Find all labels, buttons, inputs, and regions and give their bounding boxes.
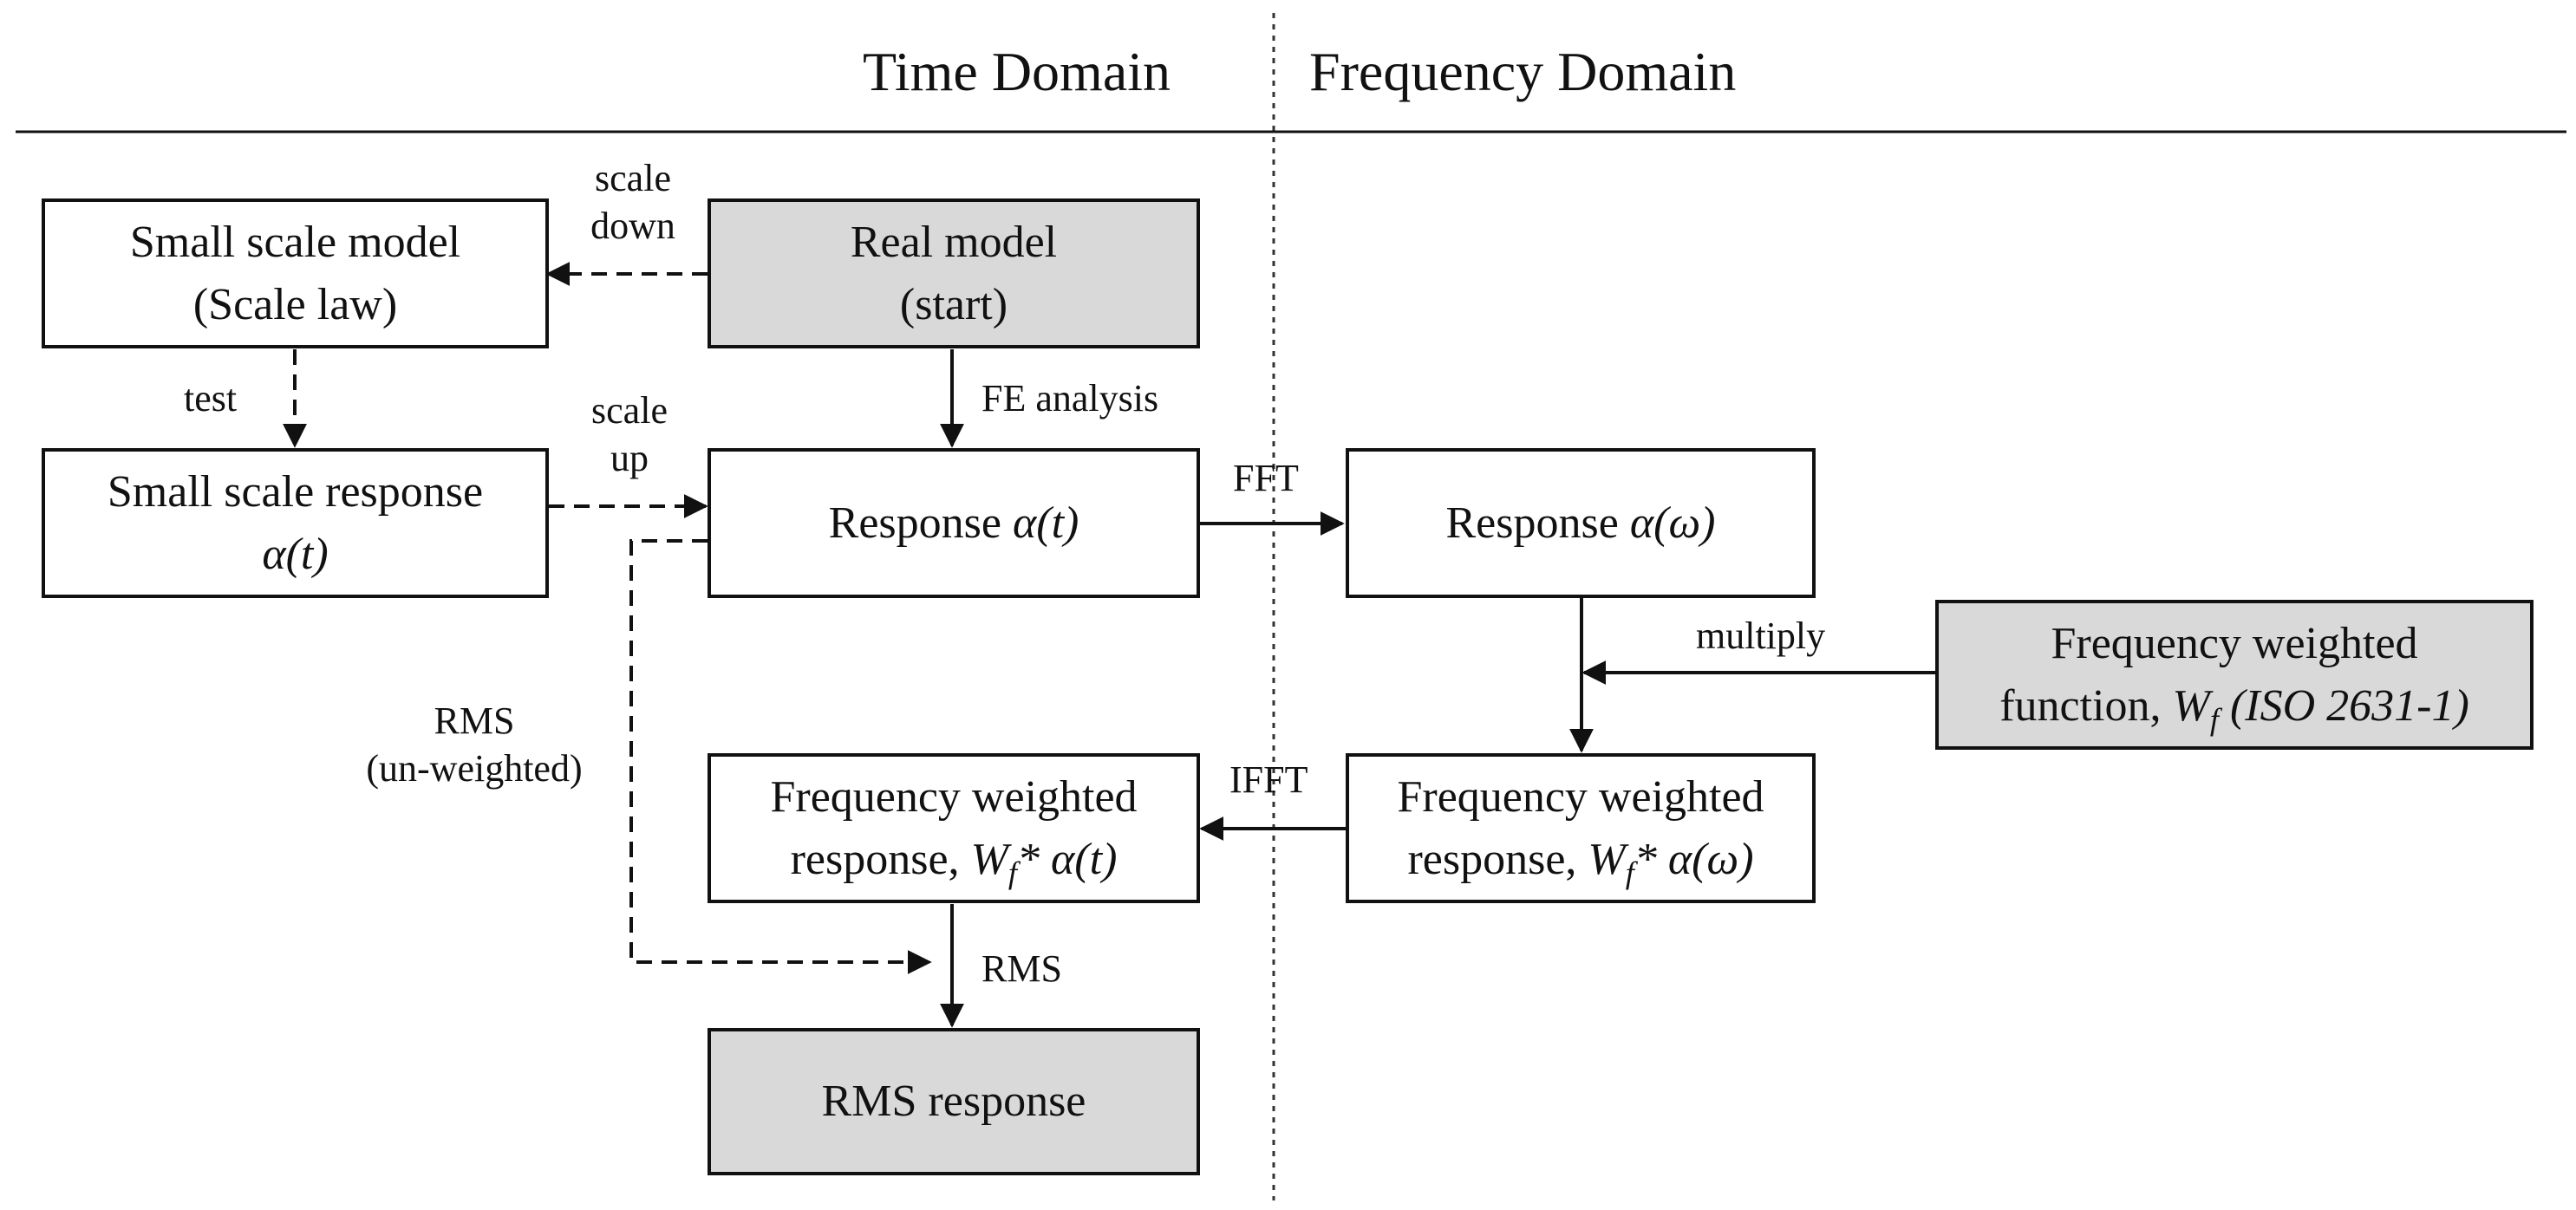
weighted-response-time-line2: response, Wf* α(t)	[790, 834, 1118, 890]
weighted-response-frequency-line1: Frequency weighted	[1397, 771, 1764, 822]
small-scale-model-line1: Small scale model	[129, 217, 461, 267]
label-multiply: multiply	[1696, 615, 1826, 657]
label-fe-analysis: FE analysis	[981, 377, 1159, 420]
weighting-function-box: Frequency weighted function, Wf (ISO 263…	[1935, 600, 2534, 750]
response-frequency-box: Response α(ω)	[1346, 448, 1816, 598]
small-scale-response-box: Small scale response α(t)	[42, 448, 549, 598]
weighted-response-frequency-line2: response, Wf* α(ω)	[1407, 834, 1754, 890]
header-time-domain: Time Domain	[863, 41, 1171, 102]
real-model-line2: (start)	[899, 279, 1008, 329]
real-model-line1: Real model	[850, 217, 1058, 267]
label-rms-unweighted: RMS (un-weighted)	[366, 699, 583, 790]
rms-response-text: RMS response	[821, 1077, 1086, 1127]
label-ifft: IFFT	[1229, 758, 1308, 801]
response-time-box: Response α(t)	[708, 448, 1200, 598]
label-fft: FFT	[1233, 457, 1299, 499]
small-scale-model-line2: (Scale law)	[192, 279, 398, 329]
weighted-response-time-box: Frequency weighted response, Wf* α(t)	[708, 753, 1200, 903]
response-time-text: Response α(t)	[828, 498, 1079, 548]
small-scale-model-box: Small scale model (Scale law)	[42, 198, 549, 348]
label-rms: RMS	[981, 947, 1062, 990]
weighted-response-frequency-box: Frequency weighted response, Wf* α(ω)	[1346, 753, 1816, 903]
small-scale-response-var: α(t)	[262, 529, 329, 579]
weighting-function-line1: Frequency weighted	[2051, 618, 2418, 668]
label-scale-up: scale up	[591, 389, 668, 479]
arrow-rms-unweighted	[629, 539, 932, 974]
weighting-function-line2: function, Wf (ISO 2631-1)	[1999, 680, 2469, 737]
rms-response-box: RMS response	[708, 1028, 1200, 1175]
label-test: test	[184, 377, 238, 420]
response-frequency-text: Response α(ω)	[1445, 498, 1716, 548]
weighted-response-time-line1: Frequency weighted	[770, 771, 1138, 822]
label-scale-down: scale down	[590, 157, 675, 247]
header-frequency-domain: Frequency Domain	[1309, 41, 1737, 102]
small-scale-response-line1: Small scale response	[107, 466, 484, 517]
real-model-box: Real model (start)	[708, 198, 1200, 348]
